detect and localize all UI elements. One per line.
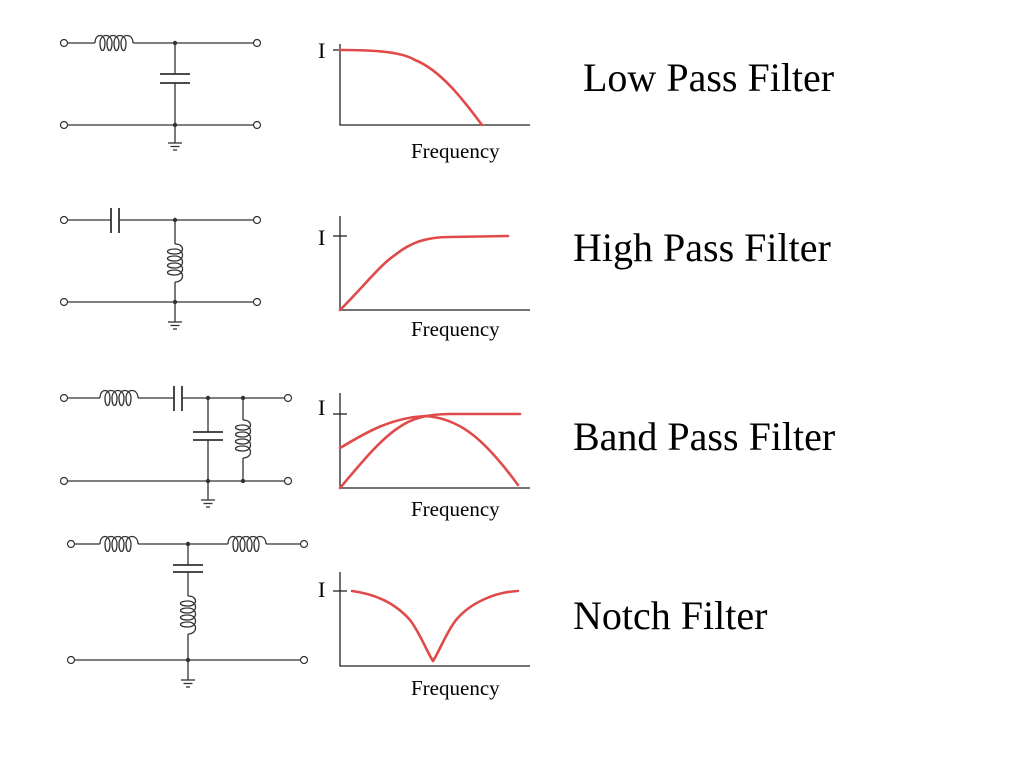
terminal — [252, 215, 262, 225]
inductor-symbol — [234, 419, 252, 459]
x-axis-label: Frequency — [411, 317, 500, 341]
filter-title: High Pass Filter — [573, 225, 831, 270]
x-axis-label: Frequency — [411, 139, 500, 163]
x-axis-label: Frequency — [411, 676, 500, 700]
inductor-symbol — [166, 243, 184, 283]
response-curve — [338, 48, 484, 127]
capacitor-symbol — [110, 208, 120, 233]
terminal — [59, 476, 69, 486]
terminal — [59, 215, 69, 225]
capacitor-symbol — [160, 73, 190, 84]
terminal — [66, 539, 76, 549]
terminal — [252, 120, 262, 130]
y-axis-label: I — [318, 38, 325, 63]
terminal — [299, 539, 309, 549]
axes — [339, 572, 530, 667]
terminal — [283, 476, 293, 486]
band-pass-circuit — [59, 386, 293, 508]
response-curve-peak — [338, 414, 520, 487]
capacitor-symbol — [173, 564, 203, 573]
terminal — [59, 297, 69, 307]
filter-title: Notch Filter — [573, 593, 767, 638]
inductor-symbol — [94, 34, 134, 52]
notch-chart: I Frequency — [318, 572, 530, 700]
response-curve — [350, 589, 520, 663]
terminal — [299, 655, 309, 665]
inductor-symbol — [99, 535, 139, 553]
ground-symbol — [201, 499, 215, 508]
axes — [339, 216, 530, 311]
ground-symbol — [168, 142, 182, 151]
y-axis-label: I — [318, 395, 325, 420]
low-pass-chart: I Frequency — [318, 38, 530, 163]
inductor-symbol — [99, 389, 139, 407]
terminal — [59, 120, 69, 130]
inductor-symbol — [227, 535, 267, 553]
terminal — [66, 655, 76, 665]
notch-circuit — [66, 535, 309, 688]
response-curve — [338, 234, 510, 312]
capacitor-symbol — [193, 431, 223, 441]
x-axis-label: Frequency — [411, 497, 500, 521]
axes — [339, 44, 530, 126]
filter-title: Low Pass Filter — [583, 55, 834, 100]
ground-symbol — [168, 321, 182, 330]
terminal — [252, 297, 262, 307]
ground-symbol — [181, 679, 195, 688]
capacitor-symbol — [173, 386, 183, 411]
terminal — [59, 393, 69, 403]
terminal — [59, 38, 69, 48]
band-pass-chart: I Frequency — [318, 393, 530, 521]
y-axis-label: I — [318, 577, 325, 602]
terminal — [252, 38, 262, 48]
high-pass-circuit — [59, 208, 262, 330]
y-axis-label: I — [318, 225, 325, 250]
high-pass-chart: I Frequency — [318, 216, 530, 341]
axes — [339, 393, 530, 489]
response-curve-rising — [338, 412, 522, 490]
filter-title: Band Pass Filter — [573, 414, 835, 459]
low-pass-circuit — [59, 34, 262, 151]
inductor-symbol — [179, 595, 197, 635]
terminal — [283, 393, 293, 403]
